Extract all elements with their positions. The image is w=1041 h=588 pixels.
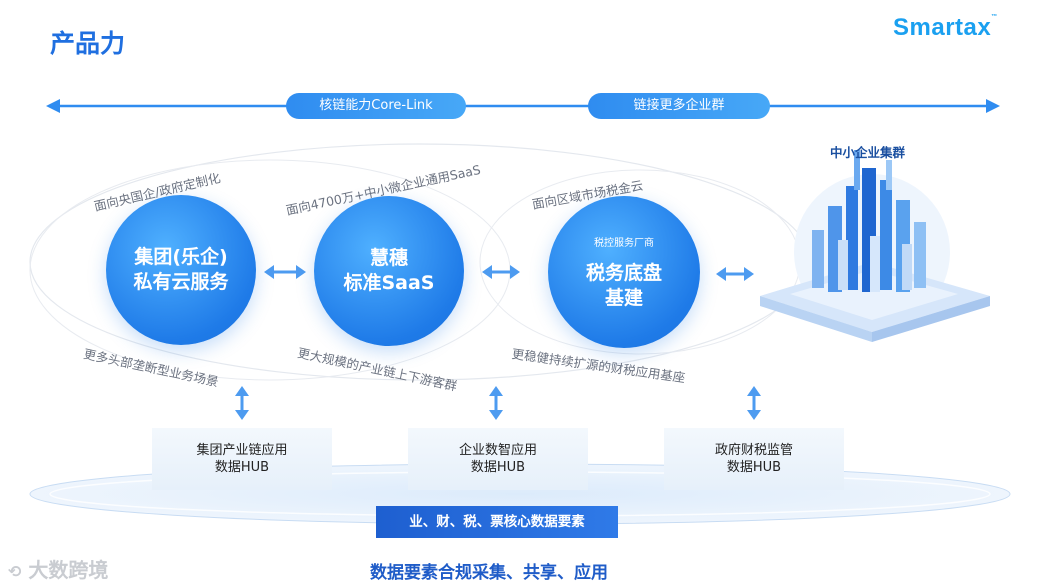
top-axis-left-arrow <box>46 99 60 113</box>
vertical-arrow-1 <box>235 386 249 420</box>
circle-3-line2: 基建 <box>604 286 643 309</box>
bottom-caption: 数据要素合规采集、共享、应用 <box>370 563 608 583</box>
link-arrow-1 <box>264 265 306 279</box>
hub-1-line2: 数据HUB <box>214 460 270 475</box>
hub-2-line1: 企业数智应用 <box>458 443 537 458</box>
circle-standard-saas: 慧穗 标准SaaS <box>314 196 464 346</box>
link-arrow-2 <box>482 265 520 279</box>
circle-1-line2: 私有云服务 <box>133 271 229 293</box>
circle-3-line1: 税务底盘 <box>585 261 662 284</box>
watermark: ⟲ 大数跨境 <box>8 554 108 583</box>
hub-3-line1: 政府财税监管 <box>714 443 793 458</box>
core-link-pill: 核链能力Core-Link <box>286 93 466 119</box>
vertical-arrow-2 <box>489 386 503 420</box>
hub-2-line2: 数据HUB <box>470 460 526 475</box>
hub-1-line1: 集团产业链应用 <box>196 443 288 458</box>
circle-private-cloud: 集团(乐企) 私有云服务 <box>106 195 256 345</box>
watermark-text: 大数跨境 <box>28 558 109 582</box>
page-title: 产品力 <box>50 29 126 58</box>
hub-group-chain: 集团产业链应用 数据HUB <box>152 428 332 490</box>
vertical-arrow-3 <box>747 386 761 420</box>
connect-enterprises-pill: 链接更多企业群 <box>588 93 770 119</box>
city-cluster-illustration <box>760 150 990 342</box>
hub-enterprise: 企业数智应用 数据HUB <box>408 428 588 490</box>
circle-3-small: 税控服务厂商 <box>594 237 654 249</box>
brand-logo: Smartax™ <box>893 14 998 42</box>
top-axis-right-arrow <box>986 99 1000 113</box>
watermark-icon: ⟲ <box>8 562 22 581</box>
logo-text: Smartax <box>893 14 992 41</box>
circle-2-line2: 标准SaaS <box>343 272 435 294</box>
core-data-bar: 业、财、税、票核心数据要素 <box>376 506 618 538</box>
hub-government: 政府财税监管 数据HUB <box>664 428 844 490</box>
logo-tm: ™ <box>991 14 998 20</box>
circle-1-line1: 集团(乐企) <box>134 246 228 268</box>
circle-2-line1: 慧穗 <box>369 247 408 269</box>
hub-3-line2: 数据HUB <box>726 460 782 475</box>
link-arrow-3 <box>716 267 754 281</box>
circle-tax-chassis: 税控服务厂商 税务底盘 基建 <box>548 196 700 348</box>
cluster-label: 中小企业集群 <box>830 145 906 160</box>
